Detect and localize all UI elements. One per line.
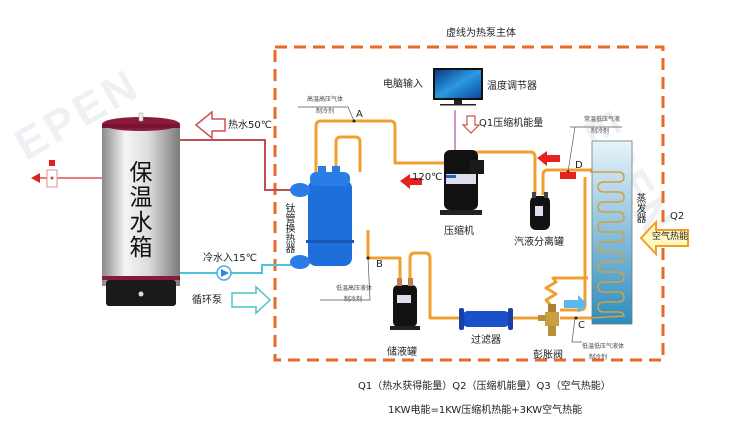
point-c-label: C [578,320,585,331]
hot-water-pipe [180,139,300,191]
tank-label: 保温水箱 [125,160,151,260]
red-arrow-d-icon [537,151,560,166]
computer-input-label: 电脑输入 [383,79,423,90]
callout-lines [298,106,622,343]
evaporator-label: 蒸发器 [634,193,645,223]
blue-arrow-icon [564,295,587,313]
q1-arrow-icon [461,115,481,134]
filter-label: 过滤器 [471,335,501,346]
cold-water-label: 冷水入15℃ [203,253,257,264]
point-b-desc2: 制冷剂 [344,296,363,303]
expansion-valve-label: 彭胀阀 [533,350,563,361]
filter-icon [459,308,513,330]
separator-label: 汽液分离罐 [514,237,564,248]
point-c-desc: 低温低压气液体 [582,343,625,350]
separator-icon [530,192,550,230]
circulation-pump-icon [216,265,232,281]
expansion-valve-icon [538,304,559,336]
pump-label: 循环泵 [192,295,222,306]
water-tank [102,112,180,306]
cold-water-pipe [180,264,300,274]
air-heat-label: 空气热能 [652,232,689,242]
point-d-desc: 常温低压气液 [584,116,621,123]
diagram-title: 虚线为热泵主体 [446,28,516,39]
red-arrow-120-icon [400,174,422,189]
receiver-icon [390,278,420,330]
heat-pump-boundary [273,45,665,362]
receiver-label: 储液罐 [387,347,417,358]
evaporator [589,140,633,325]
monitor-icon [433,68,483,106]
point-c-desc2: 制冷剂 [589,354,608,361]
point-d-label: D [575,160,583,171]
air-heat-arrow-icon [639,219,689,257]
sensor-d [560,172,576,179]
temp-120-label: 120℃ [412,172,443,183]
point-a-desc: 高温高压气体 [307,96,344,103]
q2-label: Q2 [670,211,685,222]
point-d-desc2: 制冷剂 [591,128,610,135]
heat-exchanger-label: 钛管换热器 [283,203,294,253]
compressor-label: 压缩机 [444,226,474,237]
hot-water-label: 热水50℃ [228,120,272,131]
point-a-label: A [356,109,363,120]
point-b-desc: 低温高压液体 [336,285,373,292]
titanium-heat-exchanger [290,166,354,269]
point-b-label: B [376,259,383,270]
compressor-icon [440,150,484,215]
outlet-arrow-icon [31,173,40,183]
pump-arrow-icon [231,285,272,315]
legend-formula-line: 1KW电能=1KW压缩机热能+3KW空气热能 [388,405,583,416]
temperature-controller-label: 温度调节器 [487,81,537,92]
point-a-desc2: 制冷剂 [316,108,335,115]
q1-compressor-energy-label: Q1压缩机能量 [479,118,544,129]
hot-water-arrow-icon [194,110,226,140]
legend-energy-line: Q1（热水获得能量）Q2（压缩机能量）Q3（空气热能） [358,381,611,392]
